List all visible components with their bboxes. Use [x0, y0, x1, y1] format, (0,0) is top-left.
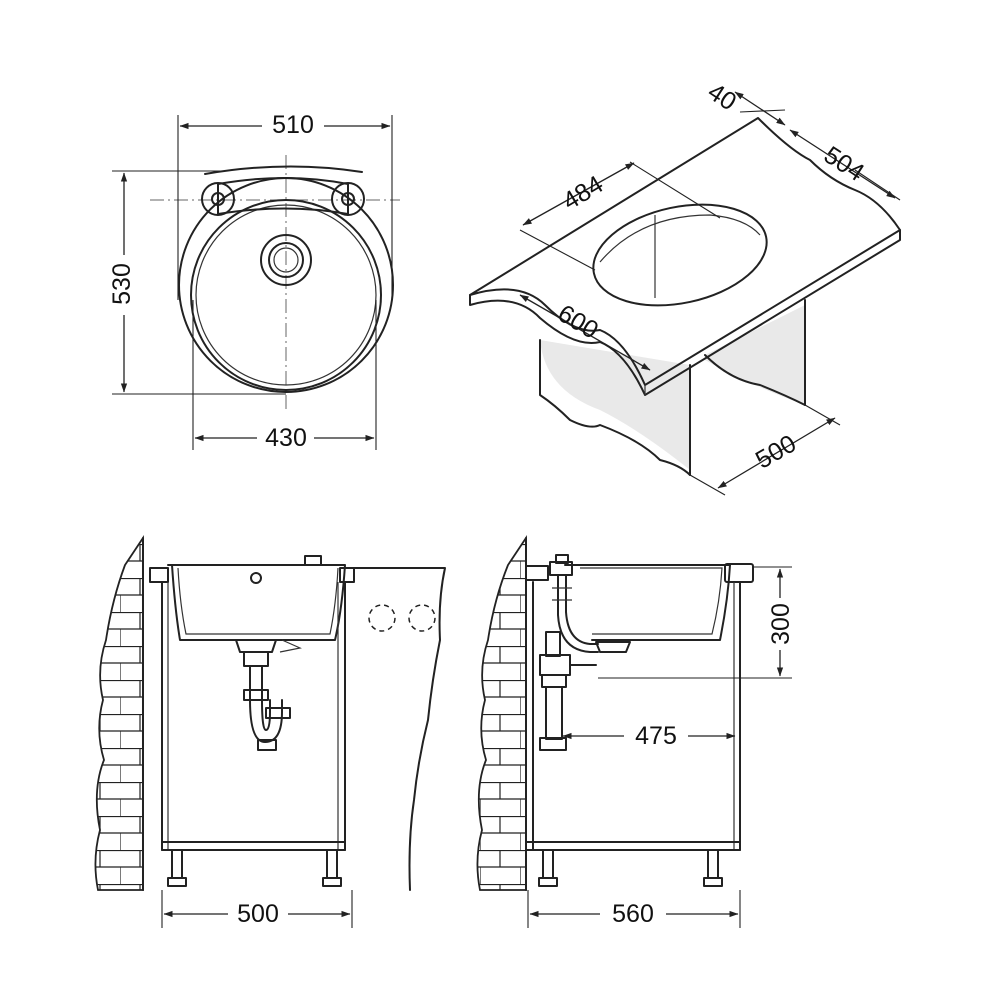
sink-body-side: [564, 564, 731, 641]
overflow-hose-inner: [565, 574, 599, 645]
dim-504-arrows: [789, 129, 896, 199]
dim-430-label: 430: [265, 424, 307, 452]
sink-inner-front: [177, 567, 339, 635]
drain-body-front: [235, 639, 277, 653]
sink-inner-side: [580, 567, 723, 635]
dim-510-label: 510: [272, 111, 314, 139]
side-leg-front: [707, 849, 719, 879]
dim-484-label: 484: [558, 170, 608, 216]
leg-left: [171, 849, 183, 879]
tap-hole-marker-1: [368, 604, 396, 632]
ext-504-a: [854, 169, 901, 201]
side-counter-stub: [525, 565, 549, 581]
ext-484-b: [629, 161, 721, 219]
dim-40-label: 40: [703, 78, 742, 117]
bowl-inner: [195, 204, 377, 386]
dim-504-label: 504: [819, 141, 869, 187]
trap-nut-right: [265, 707, 291, 719]
cabinet-side-shade: [705, 305, 805, 405]
front-view: 500: [94, 535, 446, 928]
dim-484-arrows: [522, 162, 635, 226]
trap-riser: [545, 631, 561, 657]
dim-560-label: 560: [612, 900, 654, 928]
trap-cap: [257, 739, 277, 751]
ext-500-iso-b: [804, 404, 841, 426]
side-foot-back: [538, 877, 558, 887]
overflow-hole: [250, 572, 262, 584]
trap-cap-side: [539, 737, 567, 751]
cabinet-side-edge: [704, 354, 806, 406]
drain-outer: [260, 234, 312, 286]
drain-nut: [243, 651, 269, 667]
tap-hole-right: [331, 182, 365, 216]
counter-stub-right: [339, 567, 355, 583]
tap-deck: [217, 177, 349, 215]
trap-pipe-outer: [249, 665, 283, 743]
cabinet-base: [161, 841, 346, 851]
side-leg-back: [542, 849, 554, 879]
foot-right: [322, 877, 342, 887]
side-foot-front: [703, 877, 723, 887]
side-view: 300 475 560: [476, 535, 795, 928]
drain-inner: [268, 242, 304, 278]
sink-body-front: [167, 564, 346, 641]
brick-wall-right: [476, 535, 527, 891]
tap-hole-left: [201, 182, 235, 216]
tap-hole-left-inner: [211, 192, 225, 206]
dim-300-label: 300: [767, 603, 795, 645]
bowl-outline: [190, 199, 382, 391]
counter-stub-left: [149, 567, 169, 583]
cabinet-front-shade: [540, 340, 690, 470]
trap-body-side: [539, 654, 571, 676]
dim-500-iso-label: 500: [751, 429, 801, 474]
brick-wall-left: [94, 535, 144, 891]
overflow-button: [555, 554, 569, 564]
dim-475-label: 475: [635, 722, 677, 750]
top-view: 510 530 430: [108, 111, 400, 452]
rim-top-edge: [204, 165, 363, 175]
drain-body-side: [595, 641, 631, 653]
foot-left: [167, 877, 187, 887]
tap-hole-right-inner: [341, 192, 355, 206]
ext-500-iso-a: [689, 474, 726, 496]
isometric-view: 40 504 484 600 500: [469, 78, 901, 496]
trap-nut-side: [541, 674, 567, 688]
dim-40-arrows: [734, 91, 786, 126]
hose-clamps: [552, 587, 572, 601]
cabinet-front-edge: [539, 339, 691, 476]
dim-600-arrows: [519, 294, 651, 371]
overflow-hose-front: [279, 639, 302, 653]
overflow-hose-outer: [557, 574, 599, 653]
cutout-inner-edge: [599, 214, 761, 263]
trap-pipe-side: [545, 686, 563, 740]
side-cabinet-base: [525, 841, 741, 851]
tap-hole-marker-2: [408, 604, 436, 632]
dim-500-iso-arrows: [717, 417, 836, 489]
overflow-cap: [304, 555, 322, 566]
dim-530-label: 530: [108, 263, 136, 305]
trap-nut-left: [243, 689, 269, 701]
ext-484-a: [519, 229, 596, 271]
dim-500-front-label: 500: [237, 900, 279, 928]
adjacent-counter: [353, 567, 446, 891]
leg-right: [326, 849, 338, 879]
sink-cutout: [592, 203, 768, 307]
drain-core: [273, 247, 299, 273]
